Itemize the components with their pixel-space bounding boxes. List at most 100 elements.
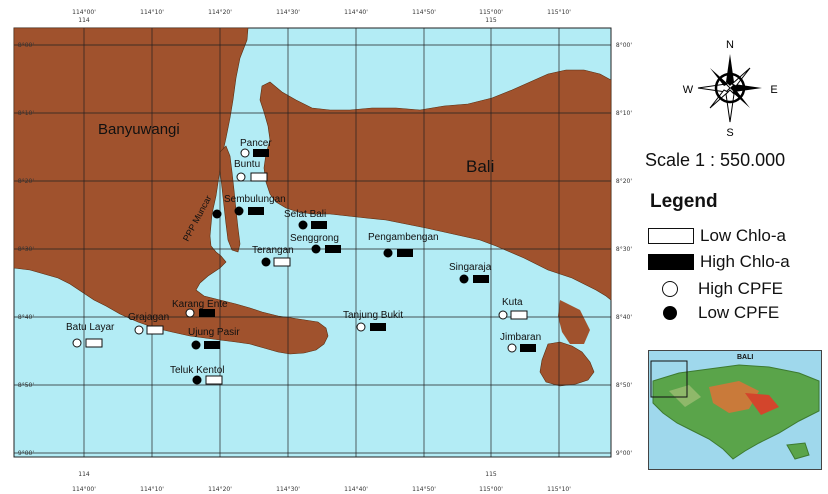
java-land <box>13 27 329 355</box>
place-ujung-pasir: Ujung Pasir <box>188 327 240 350</box>
place-senggrong: Senggrong <box>290 233 341 254</box>
place-singaraja: Singaraja <box>449 262 492 284</box>
high-chlo-marker <box>253 149 269 157</box>
legend-title: Legend <box>650 191 718 212</box>
high-cpfe-symbol <box>662 281 678 297</box>
lon-tick: 114°30' <box>276 9 300 16</box>
lat-ticks-left: 8°00' 8°10' 8°20' 8°30' 8°40' 8°50' 9°00… <box>18 42 34 457</box>
lat-tick: 8°40' <box>616 314 632 321</box>
high-chlo-marker <box>397 249 413 257</box>
banyuwangi-label: Banyuwangi <box>98 121 180 138</box>
legend-item-high-chlo: High Chlo-a <box>648 252 790 272</box>
place-label: Ujung Pasir <box>188 327 240 338</box>
lon-tick: 115°00' <box>479 9 503 16</box>
map-sidebar: N S W E Scale 1 : 550.000 Legend Low Chl… <box>640 0 828 494</box>
lat-tick: 8°30' <box>616 246 632 253</box>
high-chlo-marker <box>204 341 220 349</box>
high-chlo-marker <box>199 309 215 317</box>
lon-tick-extra: 115 <box>485 17 497 24</box>
lon-tick-extra: 114 <box>78 471 90 478</box>
high-cpfe-marker <box>236 172 246 182</box>
lat-tick: 8°00' <box>18 42 34 49</box>
low-cpfe-symbol <box>663 306 677 320</box>
place-tanjung-bukit: Tanjung Bukit <box>343 310 403 332</box>
lon-tick: 114°30' <box>276 486 300 493</box>
low-cpfe-marker <box>383 248 393 258</box>
legend-item-high-cpfe: High CPFE <box>648 279 783 299</box>
lat-tick: 9°00' <box>616 450 632 457</box>
low-cpfe-marker <box>192 375 202 385</box>
inset-island-shape <box>650 360 820 460</box>
lon-ticks-bottom: 114 115 114°00' 114°10' 114°20' 114°30' … <box>72 471 571 493</box>
low-cpfe-marker <box>261 257 271 267</box>
lon-tick: 114°20' <box>208 9 232 16</box>
inset-map: BALI <box>648 350 822 470</box>
low-chlo-marker <box>146 325 164 335</box>
lon-ticks-top: 114°00' 114°10' 114°20' 114°30' 114°40' … <box>72 9 571 24</box>
place-label: Senggrong <box>290 233 339 244</box>
low-cpfe-marker <box>191 340 201 350</box>
high-cpfe-marker <box>356 322 366 332</box>
place-kuta: Kuta <box>498 297 528 320</box>
lon-tick-extra: 114 <box>78 17 90 24</box>
high-chlo-marker <box>325 245 341 253</box>
legend-item-low-cpfe: Low CPFE <box>648 303 779 323</box>
place-label: Grajagan <box>128 312 169 323</box>
place-label: Karang Ente <box>172 299 228 310</box>
legend-label: High CPFE <box>698 279 784 298</box>
lon-tick: 115°00' <box>479 486 503 493</box>
inset-title: BALI <box>737 354 754 361</box>
lat-tick: 9°00' <box>18 450 34 457</box>
lat-tick: 8°50' <box>18 382 34 389</box>
compass-east: E <box>770 84 777 96</box>
legend-item-low-chlo: Low Chlo-a <box>648 226 786 246</box>
lon-tick-extra: 115 <box>485 471 497 478</box>
place-label: Buntu <box>234 159 260 170</box>
legend-label: Low Chlo-a <box>700 226 786 245</box>
lon-tick: 114°00' <box>72 486 96 493</box>
place-label: Pancer <box>240 138 272 149</box>
place-label: Teluk Kentol <box>170 365 224 376</box>
low-chlo-symbol <box>648 228 694 244</box>
lon-tick: 114°10' <box>140 9 164 16</box>
lon-tick: 114°50' <box>412 9 436 16</box>
bali-label: Bali <box>466 157 494 176</box>
low-chlo-marker <box>205 375 223 385</box>
legend-label: High Chlo-a <box>700 252 790 271</box>
compass-rose-icon: N S W E <box>683 39 778 139</box>
place-label: Sembulungan <box>224 194 286 205</box>
lon-tick: 115°10' <box>547 9 571 16</box>
low-chlo-marker <box>85 338 103 348</box>
lat-tick: 8°20' <box>18 178 34 185</box>
high-chlo-marker <box>473 275 489 283</box>
low-chlo-marker <box>273 257 291 267</box>
bali-neck <box>558 300 590 344</box>
lon-tick: 115°10' <box>547 486 571 493</box>
muncar-peninsula <box>219 145 241 253</box>
compass-south: S <box>726 127 733 139</box>
place-grajagan: Grajagan <box>128 312 169 335</box>
place-batu-layar: Batu Layar <box>66 322 115 348</box>
place-selat-bali: Selat Bali <box>284 209 327 230</box>
high-chlo-marker <box>311 221 327 229</box>
lat-tick: 8°10' <box>18 110 34 117</box>
place-karang-ente: Karang Ente <box>172 299 228 318</box>
high-cpfe-marker <box>72 338 82 348</box>
place-pengambengan: Pengambengan <box>368 232 439 258</box>
low-cpfe-marker <box>459 274 469 284</box>
place-label: Terangan <box>252 245 294 256</box>
muncar-point <box>212 209 222 219</box>
high-cpfe-marker <box>185 308 195 318</box>
compass-west: W <box>683 84 694 96</box>
high-cpfe-marker <box>498 310 508 320</box>
lat-tick: 8°30' <box>18 246 34 253</box>
bali-land <box>259 69 612 301</box>
scale-text: Scale 1 : 550.000 <box>645 150 786 170</box>
lon-tick: 114°50' <box>412 486 436 493</box>
place-label: Tanjung Bukit <box>343 310 403 321</box>
lat-tick: 8°50' <box>616 382 632 389</box>
place-label: Jimbaran <box>500 332 541 343</box>
place-terangan: Terangan <box>252 245 294 267</box>
study-area-map: 114°00' 114°10' 114°20' 114°30' 114°40' … <box>13 9 632 493</box>
legend-label: Low CPFE <box>698 303 780 322</box>
